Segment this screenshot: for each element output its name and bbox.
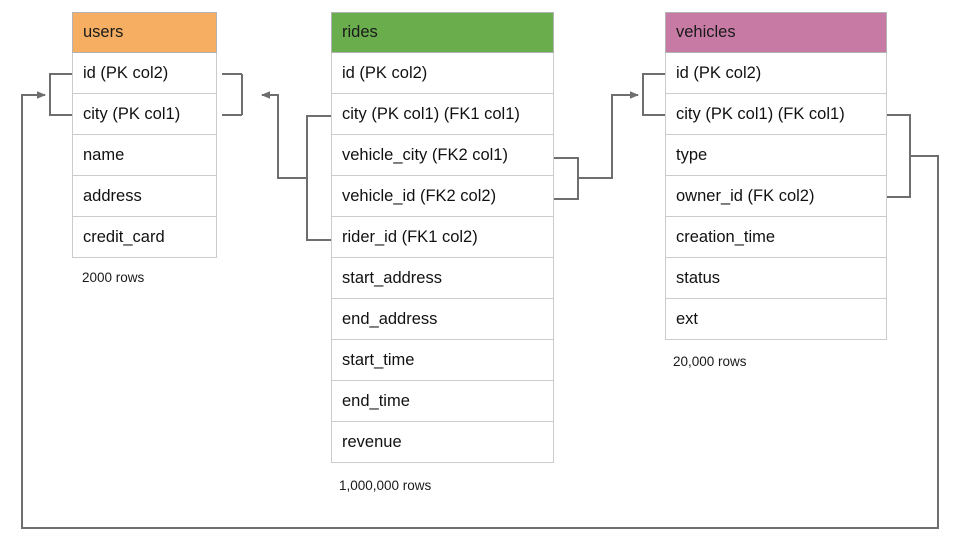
table-vehicles-header: vehicles [665, 12, 887, 53]
table-rides-column-revenue[interactable]: revenue [331, 422, 554, 463]
rides-fk1-connector [261, 91, 331, 241]
table-vehicles-column-creation-time[interactable]: creation_time [665, 217, 887, 258]
table-rides-title: rides [342, 23, 378, 41]
table-users-column-address[interactable]: address [72, 176, 217, 217]
vehicles-pk-bracket [642, 73, 665, 116]
table-vehicles-column-city[interactable]: city (PK col1) (FK col1) [665, 94, 887, 135]
vehicles-fk-bracket [887, 114, 911, 198]
table-rides-row-count: 1,000,000 rows [339, 478, 432, 493]
table-rides-column-start-time[interactable]: start_time [331, 340, 554, 381]
table-vehicles-column-status[interactable]: status [665, 258, 887, 299]
table-users-title: users [83, 23, 124, 41]
table-rides-column-end-address[interactable]: end_address [331, 299, 554, 340]
users-incoming-arrow-stub [222, 73, 243, 116]
users-pk-bracket [49, 73, 72, 116]
table-vehicles-column-id[interactable]: id (PK col2) [665, 53, 887, 94]
table-rides-column-vehicle-id[interactable]: vehicle_id (FK2 col2) [331, 176, 554, 217]
table-rides-header: rides [331, 12, 554, 53]
table-users-column-id[interactable]: id (PK col2) [72, 53, 217, 94]
table-users[interactable]: users id (PK col2) city (PK col1) name a… [72, 12, 217, 258]
table-rides-column-vehicle-city[interactable]: vehicle_city (FK2 col1) [331, 135, 554, 176]
table-rides-column-city[interactable]: city (PK col1) (FK1 col1) [331, 94, 554, 135]
table-vehicles-column-owner-id[interactable]: owner_id (FK col2) [665, 176, 887, 217]
table-users-column-city[interactable]: city (PK col1) [72, 94, 217, 135]
table-users-row-count: 2000 rows [82, 270, 145, 285]
table-vehicles-title: vehicles [676, 23, 736, 41]
table-vehicles[interactable]: vehicles id (PK col2) city (PK col1) (FK… [665, 12, 887, 340]
table-users-column-name[interactable]: name [72, 135, 217, 176]
rides-fk2-connector [554, 91, 639, 200]
table-users-header: users [72, 12, 217, 53]
table-vehicles-column-ext[interactable]: ext [665, 299, 887, 340]
table-vehicles-row-count: 20,000 rows [673, 354, 747, 369]
table-rides[interactable]: rides id (PK col2) city (PK col1) (FK1 c… [331, 12, 554, 463]
table-rides-column-rider-id[interactable]: rider_id (FK1 col2) [331, 217, 554, 258]
table-rides-column-start-address[interactable]: start_address [331, 258, 554, 299]
table-users-column-credit-card[interactable]: credit_card [72, 217, 217, 258]
table-rides-column-end-time[interactable]: end_time [331, 381, 554, 422]
table-rides-column-id[interactable]: id (PK col2) [331, 53, 554, 94]
table-vehicles-column-type[interactable]: type [665, 135, 887, 176]
